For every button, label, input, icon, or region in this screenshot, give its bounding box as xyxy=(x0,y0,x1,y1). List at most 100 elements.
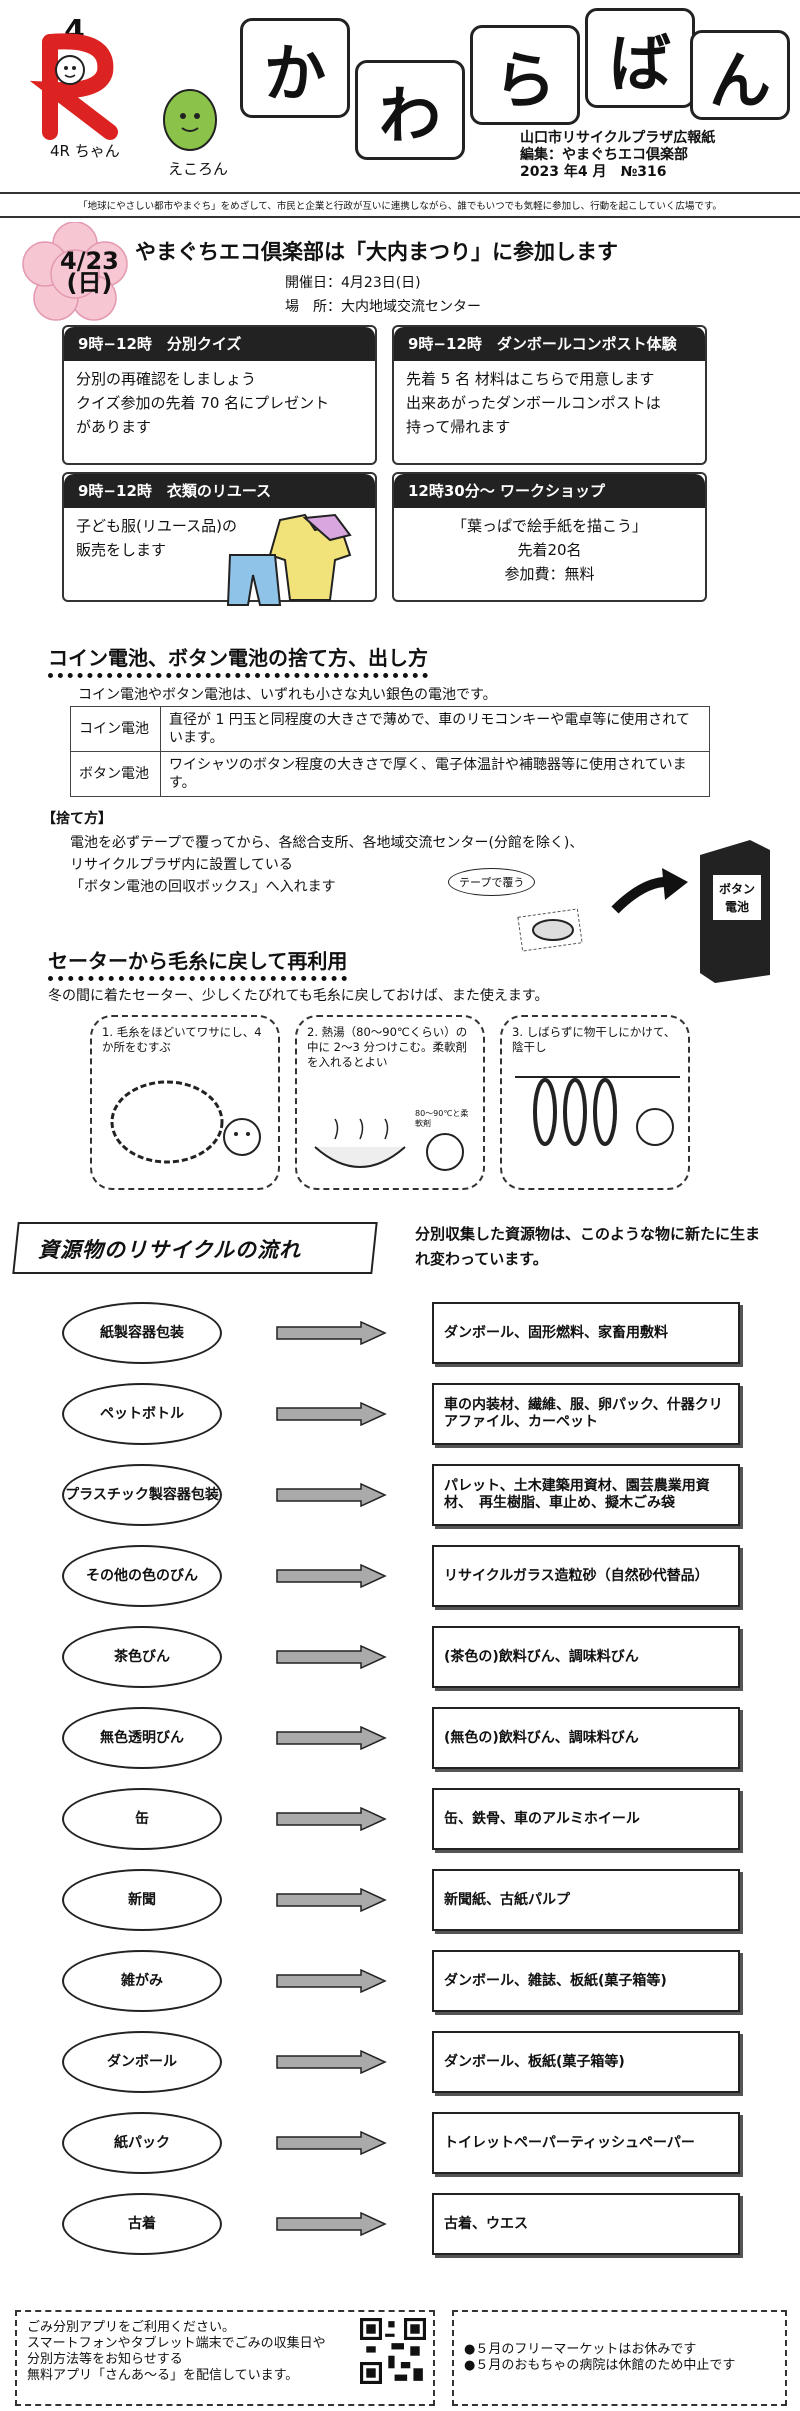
flow-output-item: 古着、ウエス xyxy=(432,2193,740,2255)
flow-source-item: プラスチック製容器包装 xyxy=(62,1464,222,1526)
flow-description: 分別収集した資源物は、このような物に新たに生まれ変わっています。 xyxy=(415,1225,761,1268)
event-place-line: 場 所：大内地域交流センター xyxy=(285,299,481,315)
card-line: 分別の再確認をしましょう xyxy=(76,370,257,388)
step-text: 3. しばらずに物干しにかけて、陰干し xyxy=(512,1025,676,1054)
card-line: 「葉っぱで絵手紙を描こう」 xyxy=(451,517,647,535)
flow-source-item: 新聞 xyxy=(62,1869,222,1931)
card-line: 出来あがったダンボールコンポストは xyxy=(406,394,661,412)
flow-source-item: 紙製容器包装 xyxy=(62,1302,222,1364)
card-line: があります xyxy=(76,418,152,436)
disposal-text: 電池を必ずテープで覆ってから、各総合支所、各地域交流センター(分館を除く)、 リ… xyxy=(70,832,583,898)
flow-output-item: (茶色の)飲料びん、調味料びん xyxy=(432,1626,740,1688)
flow-output-item: パレット、土木建築用資材、園芸農業用資材、 再生樹脂、車止め、擬木ごみ袋 xyxy=(432,1464,740,1526)
sweater-intro: 冬の間に着たセーター、少しくたびれても毛糸に戻しておけば、また使えます。 xyxy=(48,988,549,1004)
disposal-line: 「ボタン電池の回収ボックス」へ入れます xyxy=(70,879,336,895)
card-line: 参加費：無料 xyxy=(504,565,595,583)
step-text: 2. 熱湯（80〜90℃くらい）の中に 2〜3 分つけこむ。柔軟剤を入れるとよい xyxy=(307,1025,468,1069)
flow-output-item: リサイクルガラス造粒砂（自然砂代替品） xyxy=(432,1545,740,1607)
battery-desc: 直径が 1 円玉と同程度の大きさで薄めで、車のリモコンキーや電卓等に使用されてい… xyxy=(160,706,710,752)
hanging-yarn-illustration xyxy=(515,1076,680,1146)
flow-output-item: ダンボール、固形燃料、家畜用敷料 xyxy=(432,1302,740,1364)
flow-arrow-icon xyxy=(276,1726,387,1750)
tape-speech-bubble: テープで覆う xyxy=(448,868,536,896)
title-char-2: わ xyxy=(355,60,465,160)
card-head: 12時30分〜 ワークショップ xyxy=(394,474,705,508)
battery-section-title: コイン電池、ボタン電池の捨て方、出し方 xyxy=(48,642,428,678)
flow-source-item: ダンボール xyxy=(62,2031,222,2093)
card-line: 持って帰れます xyxy=(406,418,511,436)
sweater-section-title: セーターから毛糸に戻して再利用 xyxy=(48,945,348,981)
notice-line: ●５月のフリーマーケットはお休みです xyxy=(464,2342,697,2357)
battery-name: コイン電池 xyxy=(70,706,161,752)
flow-arrow-icon xyxy=(276,1888,387,1912)
flow-source-item: 古着 xyxy=(62,2193,222,2255)
step2-note: 80〜90℃と柔軟剤 xyxy=(415,1109,469,1128)
flow-source-item: 無色透明びん xyxy=(62,1707,222,1769)
app-info-line: 分別方法等をお知らせする xyxy=(27,2352,183,2367)
sweater-step2-panel: 2. 熱湯（80〜90℃くらい）の中に 2〜3 分つけこむ。柔軟剤を入れるとよい… xyxy=(295,1015,485,1190)
publisher-info: 山口市リサイクルプラザ広報紙 編集：やまぐちエコ倶楽部 2023 年4 月 №3… xyxy=(520,130,790,181)
disposal-heading: 【捨て方】 xyxy=(42,811,112,827)
event-date-top: 4/23 xyxy=(60,247,119,275)
flow-arrow-icon xyxy=(276,1645,387,1669)
table-row: ボタン電池 ワイシャツのボタン程度の大きさで厚く、電子体温計や補聴器等に使用され… xyxy=(70,751,710,797)
mascot1-label: 4R ちゃん xyxy=(50,142,120,160)
table-row: コイン電池 直径が 1 円玉と同程度の大きさで薄めで、車のリモコンキーや電卓等に… xyxy=(70,706,710,752)
flow-source-item: その他の色のびん xyxy=(62,1545,222,1607)
app-info-line: 無料アプリ「さんあ〜る」を配信しています。 xyxy=(27,2368,299,2383)
issue: 2023 年4 月 №316 xyxy=(520,164,667,180)
flow-output-item: ダンボール、板紙(菓子箱等) xyxy=(432,2031,740,2093)
app-info-line: スマートフォンやタブレット端末でごみの収集日や xyxy=(27,2336,326,2351)
coin-battery-illustration xyxy=(517,908,583,952)
battery-table: コイン電池 直径が 1 円玉と同程度の大きさで薄めで、車のリモコンキーや電卓等に… xyxy=(70,706,710,797)
battery-desc: ワイシャツのボタン程度の大きさで厚く、電子体温計や補聴器等に使用されています。 xyxy=(160,751,710,797)
step-text: 1. 毛糸をほどいてワサにし、4 か所をむすぶ xyxy=(102,1025,262,1054)
flow-output-item: (無色の)飲料びん、調味料びん xyxy=(432,1707,740,1769)
disposal-line: リサイクルプラザ内に設置している xyxy=(70,857,293,873)
event-card-quiz: 9時−12時 分別クイズ 分別の再確認をしましょう クイズ参加の先着 70 名に… xyxy=(62,325,377,465)
app-info-line: ごみ分別アプリをご利用ください。 xyxy=(27,2320,236,2335)
flow-arrow-icon xyxy=(276,2131,387,2155)
flow-arrow-icon xyxy=(276,2050,387,2074)
flow-arrow-icon xyxy=(276,1483,387,1507)
event-date-bottom: (日) xyxy=(66,269,113,297)
mascot-4r-chan-illustration xyxy=(30,33,118,140)
flow-title: 資源物のリサイクルの流れ xyxy=(38,1238,301,1262)
slogan: 「地球にやさしい都市やまぐち」をめざして、市民と企業と行政が互いに連携しながら、… xyxy=(0,192,800,218)
flow-output-item: ダンボール、雑誌、板紙(菓子箱等) xyxy=(432,1950,740,2012)
title-char-3: ら xyxy=(470,25,580,125)
flow-output-item: 車の内装材、繊維、服、卵パック、什器クリアファイル、カーペット xyxy=(432,1383,740,1445)
card-head: 9時−12時 分別クイズ xyxy=(64,327,375,361)
mascot2-label: えころん xyxy=(168,160,229,178)
card-line: 販売をします xyxy=(76,541,167,559)
collection-box-label: ボタン電池 xyxy=(718,882,755,914)
event-title: やまぐちエコ倶楽部は「大内まつり」に参加します xyxy=(135,240,618,264)
notice-box: ●５月のフリーマーケットはお休みです ●５月のおもちゃの病院は休館のため中止です xyxy=(452,2310,787,2406)
arrow-icon xyxy=(611,868,688,914)
yarn-loop-illustration xyxy=(110,1080,261,1164)
flow-arrow-icon xyxy=(276,2212,387,2236)
qr-code-icon[interactable] xyxy=(360,2318,426,2384)
app-info-box: ごみ分別アプリをご利用ください。 スマートフォンやタブレット端末でごみの収集日や… xyxy=(15,2310,435,2406)
flow-arrow-icon xyxy=(276,1321,387,1345)
battery-collection-box-icon xyxy=(700,840,770,983)
title-char-1: か xyxy=(240,18,350,118)
card-line: 先着20名 xyxy=(517,541,582,559)
card-head: 9時−12時 ダンボールコンポスト体験 xyxy=(394,327,705,361)
hot-water-bowl-illustration xyxy=(314,1118,464,1171)
flow-arrow-icon xyxy=(276,1807,387,1831)
battery-name: ボタン電池 xyxy=(70,751,161,797)
flow-arrow-icon xyxy=(276,1969,387,1993)
flow-source-item: ペットボトル xyxy=(62,1383,222,1445)
card-line: クイズ参加の先着 70 名にプレゼント xyxy=(76,394,330,412)
title-char-4: ば xyxy=(585,8,695,108)
sweater-step1-panel: 1. 毛糸をほどいてワサにし、4 か所をむすぶ xyxy=(90,1015,280,1190)
mascot-ecoron-illustration xyxy=(163,89,217,151)
flow-source-item: 紙パック xyxy=(62,2112,222,2174)
notice-line: ●５月のおもちゃの病院は休館のため中止です xyxy=(464,2358,736,2373)
flow-source-item: 缶 xyxy=(62,1788,222,1850)
event-date-line: 開催日：4月23日(日) xyxy=(285,275,421,291)
event-card-workshop: 12時30分〜 ワークショップ 「葉っぱで絵手紙を描こう」 先着20名 参加費：… xyxy=(392,472,707,602)
flow-output-item: 新聞紙、古紙パルプ xyxy=(432,1869,740,1931)
sweater-step3-panel: 3. しばらずに物干しにかけて、陰干し xyxy=(500,1015,690,1190)
